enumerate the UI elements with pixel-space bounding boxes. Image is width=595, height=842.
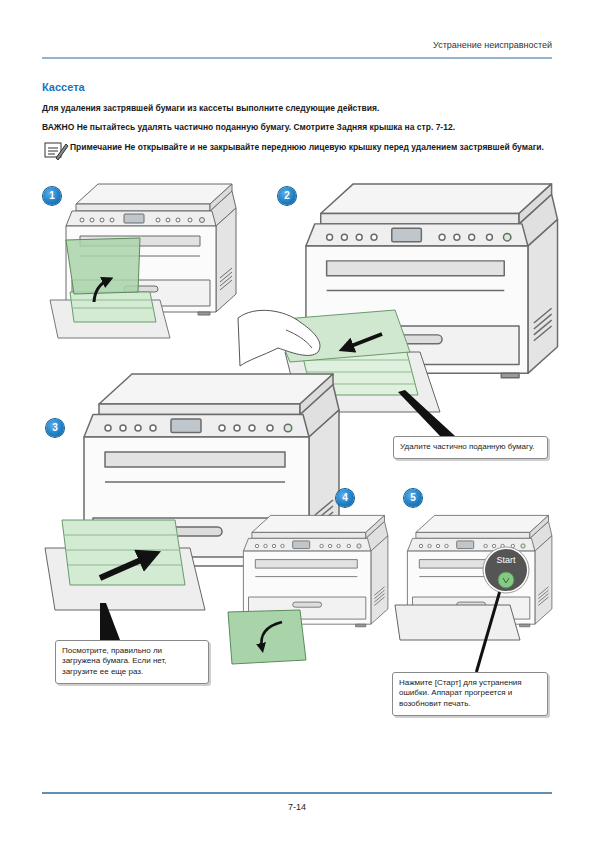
leader-connector — [476, 592, 499, 672]
page-number: 7-14 — [247, 802, 347, 814]
step-label: 1 — [43, 187, 61, 205]
printer-step-1 — [50, 184, 236, 338]
step-number: 3 — [46, 419, 64, 437]
header-rule — [42, 58, 552, 59]
intro-text: Для удаления застрявшей бумаги из кассет… — [42, 103, 552, 114]
start-button: Start — [485, 549, 527, 591]
callout-text: Удалите частично поданную бумагу. — [400, 442, 541, 452]
important-note: ВАЖНО Не пытайтесь удалять частично пода… — [42, 122, 552, 133]
callout-text: Посмотрите, правильно ли загружена бумаг… — [62, 646, 202, 677]
step-number: 5 — [404, 489, 422, 507]
printer-step-5 — [395, 515, 552, 640]
step-number: 2 — [278, 187, 296, 205]
callout-box: Удалите частично поданную бумагу. — [393, 436, 548, 459]
note-icon — [45, 143, 68, 160]
step-label: 4 — [336, 489, 354, 507]
page-header: Устранение неисправностей — [300, 40, 552, 52]
button-label: Start — [485, 555, 527, 565]
step-label: 3 — [46, 419, 64, 437]
callout-box: Нажмите [Старт] для устранения ошибки. А… — [392, 672, 548, 716]
printer-step-4 — [228, 515, 388, 664]
callout-text: Нажмите [Старт] для устранения ошибки. А… — [399, 678, 541, 709]
section-title: Кассета — [42, 81, 342, 93]
note-text: Примечание Не открывайте и не закрывайте… — [70, 142, 550, 153]
step-number: 1 — [43, 187, 61, 205]
step-number: 4 — [336, 489, 354, 507]
callout-box: Посмотрите, правильно ли загружена бумаг… — [55, 640, 209, 684]
footer-rule — [42, 792, 552, 794]
step-label: 2 — [278, 187, 296, 205]
step-label: 5 — [404, 489, 422, 507]
